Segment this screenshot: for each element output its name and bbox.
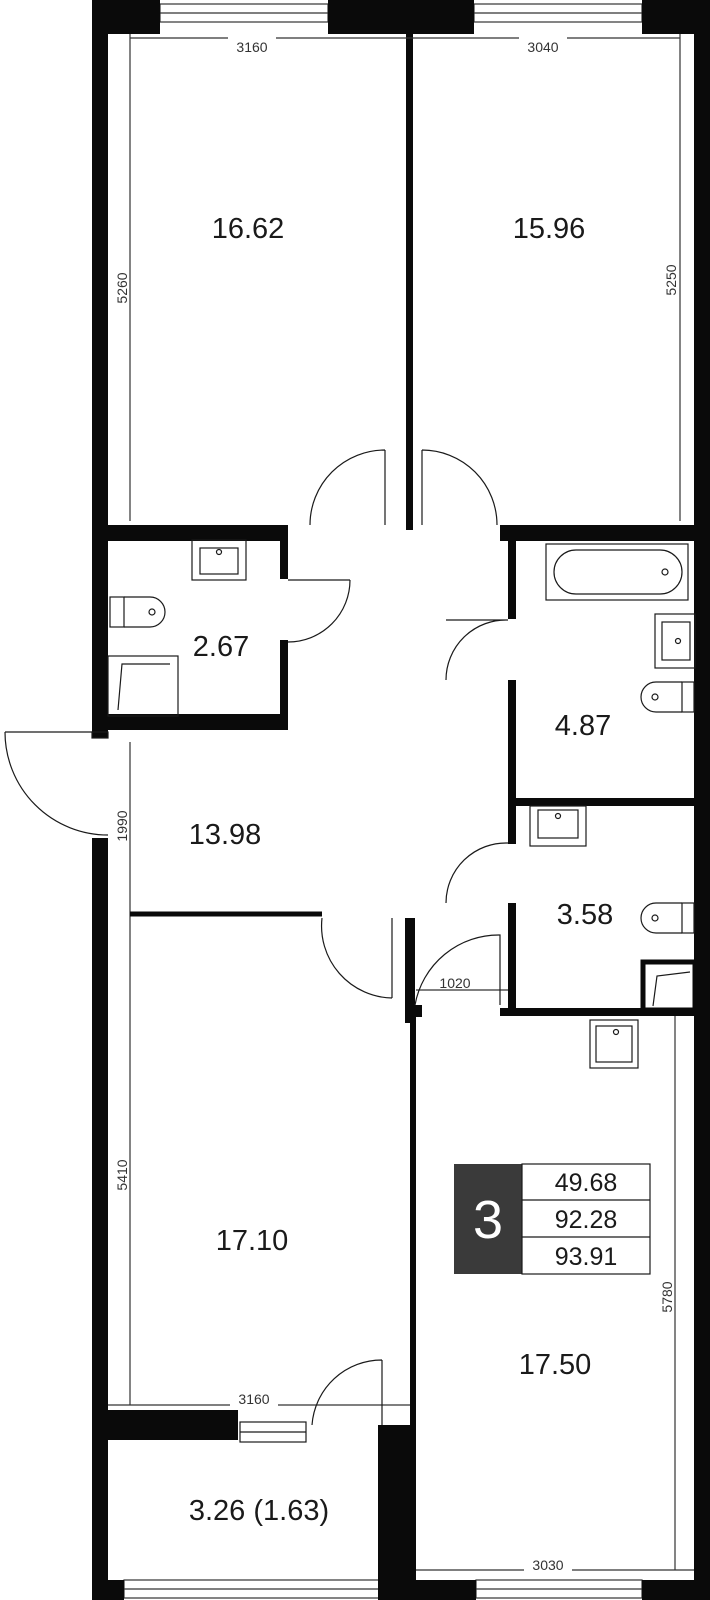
walls bbox=[92, 0, 710, 1600]
badge-living-area: 49.68 bbox=[555, 1169, 618, 1197]
badge-rooms-box bbox=[454, 1164, 522, 1274]
bath-toilet bbox=[640, 681, 695, 713]
wc-toilet bbox=[109, 596, 166, 628]
area-wc: 2.67 bbox=[193, 631, 249, 663]
wc-sink bbox=[191, 539, 247, 581]
wc-cabinet bbox=[107, 655, 179, 717]
area-bedroom-top-left: 16.62 bbox=[212, 213, 285, 245]
bathtub bbox=[545, 543, 689, 601]
dim-bottom-right-height: 5780 bbox=[659, 1281, 675, 1312]
area-bedroom-bottom-left: 17.10 bbox=[216, 1225, 289, 1257]
dim-hall-height: 1990 bbox=[114, 810, 130, 841]
dim-bottom-left-width: 3160 bbox=[238, 1391, 269, 1407]
area-shower-room: 3.58 bbox=[557, 899, 613, 931]
area-balcony: 3.26 (1.63) bbox=[189, 1495, 329, 1527]
bath-sink bbox=[654, 613, 696, 669]
dim-door-width: 1020 bbox=[439, 975, 470, 991]
area-bathroom: 4.87 bbox=[555, 710, 611, 742]
shower-toilet bbox=[640, 902, 695, 934]
apartment-badge: 3 49.68 92.28 93.91 bbox=[454, 1163, 651, 1275]
dim-top-right-width: 3040 bbox=[527, 39, 558, 55]
fixtures bbox=[107, 539, 698, 1443]
dim-bottom-left-height: 5410 bbox=[114, 1159, 130, 1190]
kitchen-sink bbox=[589, 1019, 639, 1069]
badge-rooms-count: 3 bbox=[473, 1190, 503, 1250]
dim-top-left-width: 3160 bbox=[236, 39, 267, 55]
dim-top-left-height: 5260 bbox=[114, 272, 130, 303]
dim-top-right-height: 5250 bbox=[663, 264, 679, 295]
dim-bottom-right-width: 3030 bbox=[532, 1557, 563, 1573]
doors bbox=[4, 449, 509, 1426]
room-areas: 16.62 15.96 2.67 4.87 13.98 3.58 17.10 1… bbox=[189, 213, 614, 1527]
area-hallway: 13.98 bbox=[189, 819, 262, 851]
dimension-labels: 3160 3040 5260 5250 1990 1020 5410 3160 … bbox=[114, 36, 679, 1573]
area-kitchen-living: 17.50 bbox=[519, 1349, 592, 1381]
area-bedroom-top-right: 15.96 bbox=[513, 213, 586, 245]
badge-total-area: 92.28 bbox=[555, 1206, 618, 1234]
badge-total-area-with-balcony: 93.91 bbox=[555, 1243, 618, 1271]
thin-lines bbox=[108, 34, 694, 1571]
shower-sink bbox=[529, 805, 587, 847]
